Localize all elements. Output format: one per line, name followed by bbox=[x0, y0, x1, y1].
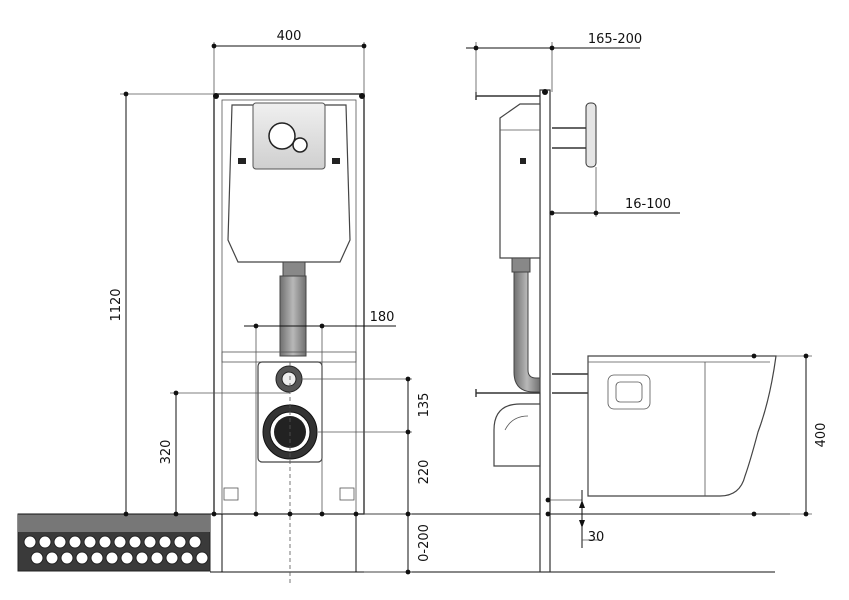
dim-floor-offset: 30 bbox=[588, 530, 605, 545]
frame-bolt-tr bbox=[359, 93, 365, 99]
floor-hole bbox=[128, 535, 142, 549]
floor-holes bbox=[23, 535, 209, 565]
floor-top-layer bbox=[18, 514, 210, 532]
dim-height-total: 1120 bbox=[109, 288, 124, 321]
floor-hole bbox=[90, 551, 104, 565]
down-pipe-side bbox=[513, 271, 541, 393]
floor-hole bbox=[180, 551, 194, 565]
toilet-bowl bbox=[587, 355, 777, 497]
dim-width-top: 400 bbox=[277, 29, 302, 44]
foot-right bbox=[339, 487, 355, 501]
floor-hole bbox=[38, 535, 52, 549]
floor-hole bbox=[158, 535, 172, 549]
floor-hole bbox=[150, 551, 164, 565]
flush-button-small bbox=[292, 137, 308, 153]
floor-hole bbox=[23, 535, 37, 549]
floor-hole bbox=[188, 535, 202, 549]
side-view bbox=[475, 89, 777, 573]
floor-hole bbox=[30, 551, 44, 565]
floor-hole bbox=[143, 535, 157, 549]
flush-plate-side bbox=[585, 102, 597, 168]
dim-drain-height: 320 bbox=[159, 440, 174, 465]
dim-depth-top: 165-200 bbox=[588, 32, 642, 47]
floor-hole bbox=[120, 551, 134, 565]
dim-drain-to-floor: 220 bbox=[417, 460, 432, 485]
inlet-inner bbox=[281, 371, 297, 387]
floor-hole bbox=[68, 535, 82, 549]
floor-hole bbox=[53, 535, 67, 549]
floor-hole bbox=[195, 551, 209, 565]
floor-hole bbox=[173, 535, 187, 549]
floor-hole bbox=[165, 551, 179, 565]
dim-wall-offset: 16-100 bbox=[625, 197, 671, 212]
floor-hole bbox=[83, 535, 97, 549]
foot-left bbox=[223, 487, 239, 501]
floor-hole bbox=[135, 551, 149, 565]
dim-bowl-height: 400 bbox=[814, 423, 829, 448]
side-dimensions: 165-200 16-100 400 30 bbox=[466, 32, 829, 548]
floor-hole bbox=[98, 535, 112, 549]
dim-pipe-spacing: 180 bbox=[370, 310, 395, 325]
drain-bend bbox=[493, 403, 541, 467]
flush-button-large bbox=[268, 122, 296, 150]
dim-floor-adjust: 0-200 bbox=[417, 524, 432, 562]
floor-hole bbox=[45, 551, 59, 565]
cistern-side bbox=[499, 103, 541, 259]
dim-inlet-offset: 135 bbox=[417, 393, 432, 418]
floor-hole bbox=[60, 551, 74, 565]
pipe-coupling bbox=[282, 261, 306, 277]
floor-hole bbox=[75, 551, 89, 565]
down-pipe bbox=[279, 275, 307, 357]
floor-hole bbox=[113, 535, 127, 549]
floor-hole bbox=[105, 551, 119, 565]
front-dimensions: 400 1120 180 320 135 220 0-200 bbox=[109, 29, 432, 585]
floor-section bbox=[17, 513, 790, 573]
front-view bbox=[213, 93, 365, 572]
bowl-inlet-cover bbox=[607, 374, 651, 410]
frame-bolt-tl bbox=[213, 93, 219, 99]
